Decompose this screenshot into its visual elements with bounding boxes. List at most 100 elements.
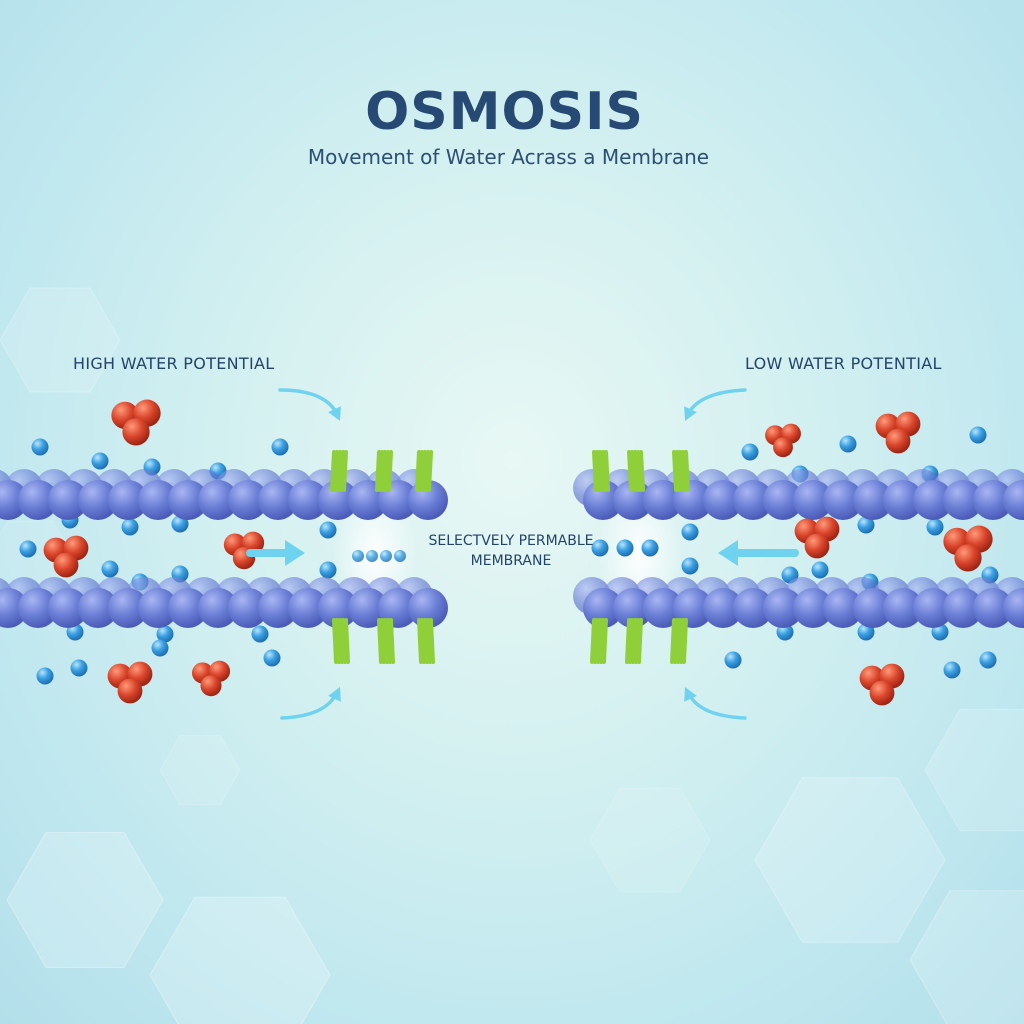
water-molecule-icon [979,651,997,669]
protein-channel-rod [675,450,681,492]
solute-molecule-icon [43,535,89,578]
solute-molecule-icon [875,411,921,454]
protein-channel-rod [596,618,602,664]
lipid-head [823,588,863,628]
protein-channel-rod [601,450,607,492]
protein-channel-rod [637,618,643,664]
protein-channel-rod [387,450,393,492]
solute-blob [954,544,982,572]
solute-blob [773,437,793,458]
lipid-head [883,588,923,628]
membrane-label-line2: MEMBRANE [470,553,552,569]
lipid-head [258,588,298,628]
protein-channel-rod [342,450,348,492]
lipid-head [763,588,803,628]
diagram-subtitle: Movement of Water Acrass a Membrane [307,145,710,169]
lipid-head [793,588,833,628]
water-molecule-icon [121,518,139,536]
protein-channel-rod [679,618,685,664]
solute-blob [869,680,895,706]
protein-channel-rod [381,450,387,492]
flow-arrow-head [684,406,697,421]
water-molecule-icon [741,443,759,461]
lipid-head [18,588,58,628]
background-hexagon [6,832,164,968]
water-molecule-icon [101,560,119,578]
lipid-head [1003,588,1024,628]
protein-channel-rod [673,618,679,664]
protein-channel-rod [389,618,395,664]
diagram-title: OSMOSIS [365,82,644,142]
protein-channel-rod [631,618,637,664]
solute-blob [804,533,830,559]
protein-channel-rod [424,450,430,492]
high-water-potential-label: HIGH WATER POTENTIAL [73,354,275,373]
lipid-head [613,588,653,628]
solute-blob [122,418,150,446]
protein-channel-rod [384,450,390,492]
lipid-head [583,588,623,628]
water-molecule-icon [36,667,54,685]
protein-channel-rod [338,618,344,664]
lipid-head [78,480,118,520]
protein-channel-rod [590,618,596,664]
protein-channel-rod [380,618,386,664]
water-molecule-icon [969,426,987,444]
lipid-head [408,588,448,628]
protein-channel-rod [639,450,645,492]
solute-molecule-icon [111,399,161,446]
low-water-potential-label: LOW WATER POTENTIAL [745,354,942,373]
protein-channel-rod [426,618,432,664]
lipid-head [973,480,1013,520]
solute-molecule-icon [765,423,801,458]
lipid-head [228,480,268,520]
background-hexagon [909,890,1024,1024]
flow-arrow-icon [687,692,747,720]
solute-molecule-icon [191,660,231,697]
protein-channel-rod [427,450,433,492]
background-hexagons [0,287,1024,1024]
solute-molecule-icon [794,516,840,559]
lipid-head [258,480,298,520]
lipid-head [138,588,178,628]
lipid-head [763,480,803,520]
protein-channel-rod [625,618,631,664]
lipid-head [733,480,773,520]
flow-arrows [246,388,799,720]
water-molecule-icon [151,639,169,657]
solute-blob [200,675,222,697]
lipid-head [1003,480,1024,520]
lipid-head [348,588,388,628]
protein-channel-rod [634,618,640,664]
lipid-head [913,588,953,628]
water-molecule-icon [91,452,109,470]
protein-channel-rod [598,450,604,492]
background-hexagon [0,287,121,393]
lipid-head [198,480,238,520]
water-molecule-icon [926,518,944,536]
lipid-head [853,480,893,520]
protein-channel-rod [420,618,426,664]
lipid-head [108,588,148,628]
water-molecule-icon [263,649,281,667]
lipid-head [853,588,893,628]
protein-channel-rod [670,618,676,664]
water-molecule-icon [811,561,829,579]
flow-arrow-icon [280,692,338,720]
lipid-head [18,480,58,520]
protein-channel-rod [386,618,392,664]
flow-arrow-head [285,540,305,566]
flow-arrow-head [718,540,738,566]
protein-channel-rod [341,618,347,664]
lipid-head [288,588,328,628]
protein-channel-rod [423,618,429,664]
water-molecule-icon [681,523,699,541]
lipid-head [108,480,148,520]
protein-channel-rod [375,450,381,492]
water-molecule-icon [591,539,609,557]
flow-arrow-icon [278,388,339,416]
protein-channel-rod [344,618,350,664]
water-molecule-icon [19,540,37,558]
